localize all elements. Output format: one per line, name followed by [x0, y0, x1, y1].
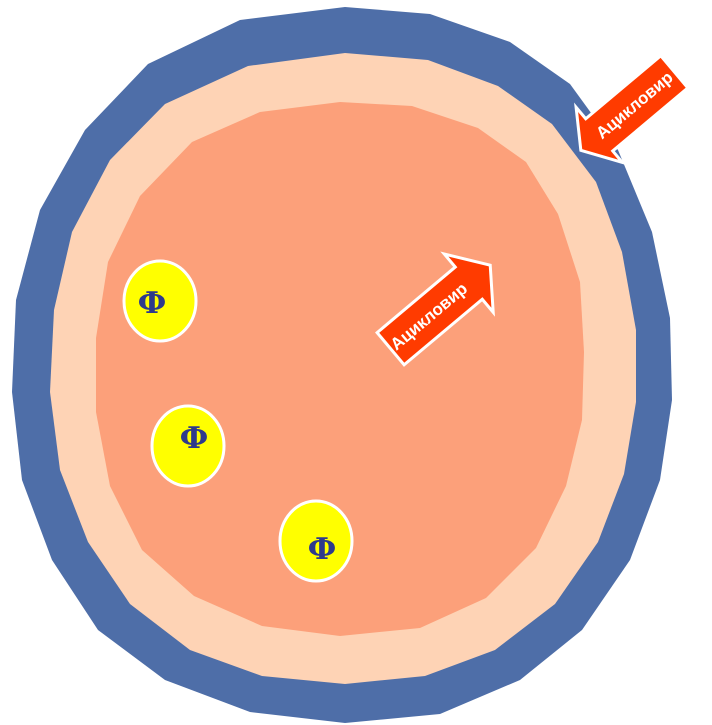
vesicle: Ф	[124, 261, 196, 341]
vesicle: Ф	[280, 501, 352, 581]
vesicle: Ф	[152, 406, 224, 486]
vesicle-label: Ф	[308, 532, 336, 567]
vesicle-label: Ф	[138, 286, 166, 321]
vesicle-label: Ф	[180, 421, 208, 456]
